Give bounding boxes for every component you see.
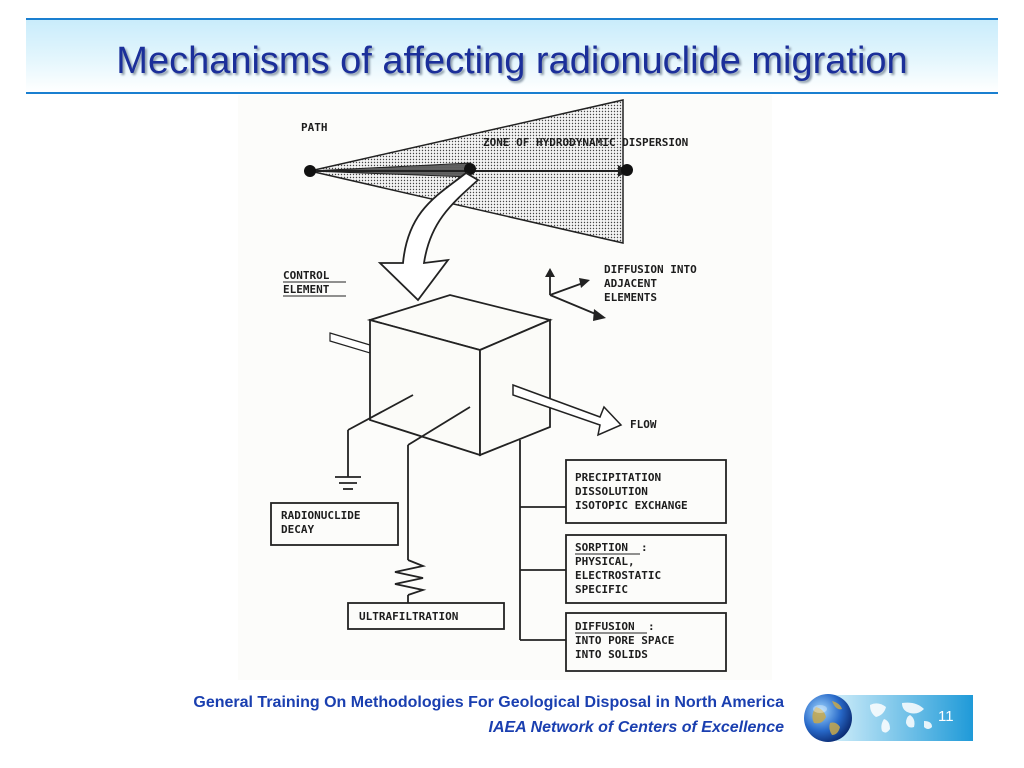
diagram-svg: PATH ZONE OF HYDRODYNAMIC DISPERSION CON… bbox=[270, 99, 727, 672]
title-band: Mechanisms of affecting radionuclide mig… bbox=[26, 18, 998, 94]
globe-icon bbox=[804, 694, 852, 742]
label-diffusion-3: ELEMENTS bbox=[604, 291, 657, 304]
world-map-icon bbox=[870, 702, 932, 733]
path-mid-point bbox=[464, 163, 476, 175]
control-element-cube bbox=[366, 294, 553, 457]
label-element: ELEMENT bbox=[283, 283, 330, 296]
diffusion-box bbox=[565, 612, 727, 672]
label-control: CONTROL bbox=[283, 269, 330, 282]
label-decay-1: RADIONUCLIDE bbox=[281, 509, 360, 522]
label-sorption-2: PHYSICAL, bbox=[575, 555, 635, 568]
path-start-point bbox=[304, 165, 316, 177]
label-sorption-colon: : bbox=[641, 541, 648, 554]
decay-box bbox=[270, 502, 399, 546]
migration-diagram: PATH ZONE OF HYDRODYNAMIC DISPERSION CON… bbox=[238, 95, 772, 680]
label-diffusion-1: DIFFUSION INTO bbox=[604, 263, 697, 276]
globe-logo-band bbox=[800, 693, 973, 743]
page-number: 11 bbox=[938, 708, 954, 725]
label-diff-box-2: INTO PORE SPACE bbox=[575, 634, 674, 647]
label-precip-1: PRECIPITATION bbox=[575, 471, 661, 484]
label-diff-box-colon: : bbox=[648, 620, 655, 633]
footer-network-name: IAEA Network of Centers of Excellence bbox=[488, 719, 785, 736]
curved-arrow bbox=[377, 171, 480, 302]
slide-title: Mechanisms of affecting radionuclide mig… bbox=[116, 40, 908, 82]
dispersion-zone bbox=[304, 99, 633, 244]
label-diff-box-3: INTO SOLIDS bbox=[575, 648, 648, 661]
precipitation-box bbox=[565, 459, 727, 524]
chemistry-connector bbox=[519, 440, 566, 641]
label-flow: FLOW bbox=[630, 418, 657, 431]
label-sorption-4: SPECIFIC bbox=[575, 583, 628, 596]
ultrafiltration-connector bbox=[394, 406, 471, 603]
label-sorption-1: SORPTION bbox=[575, 541, 628, 554]
label-sorption-3: ELECTROSTATIC bbox=[575, 569, 661, 582]
decay-connector bbox=[335, 394, 414, 490]
label-ultrafiltration: ULTRAFILTRATION bbox=[359, 610, 458, 623]
ultrafiltration-box bbox=[347, 602, 505, 630]
label-path: PATH bbox=[301, 121, 328, 134]
path-end-point bbox=[621, 164, 633, 176]
diffusion-axes bbox=[545, 268, 606, 321]
label-precip-2: DISSOLUTION bbox=[575, 485, 648, 498]
footer-course-title: General Training On Methodologies For Ge… bbox=[193, 694, 784, 711]
label-decay-2: DECAY bbox=[281, 523, 314, 536]
label-zone: ZONE OF HYDRODYNAMIC DISPERSION bbox=[483, 136, 688, 149]
label-precip-3: ISOTOPIC EXCHANGE bbox=[575, 499, 688, 512]
sorption-box bbox=[565, 534, 727, 604]
label-diffusion-2: ADJACENT bbox=[604, 277, 657, 290]
label-diff-box-1: DIFFUSION bbox=[575, 620, 635, 633]
inflow-arrow bbox=[329, 332, 371, 354]
flow-arrow bbox=[512, 383, 623, 437]
